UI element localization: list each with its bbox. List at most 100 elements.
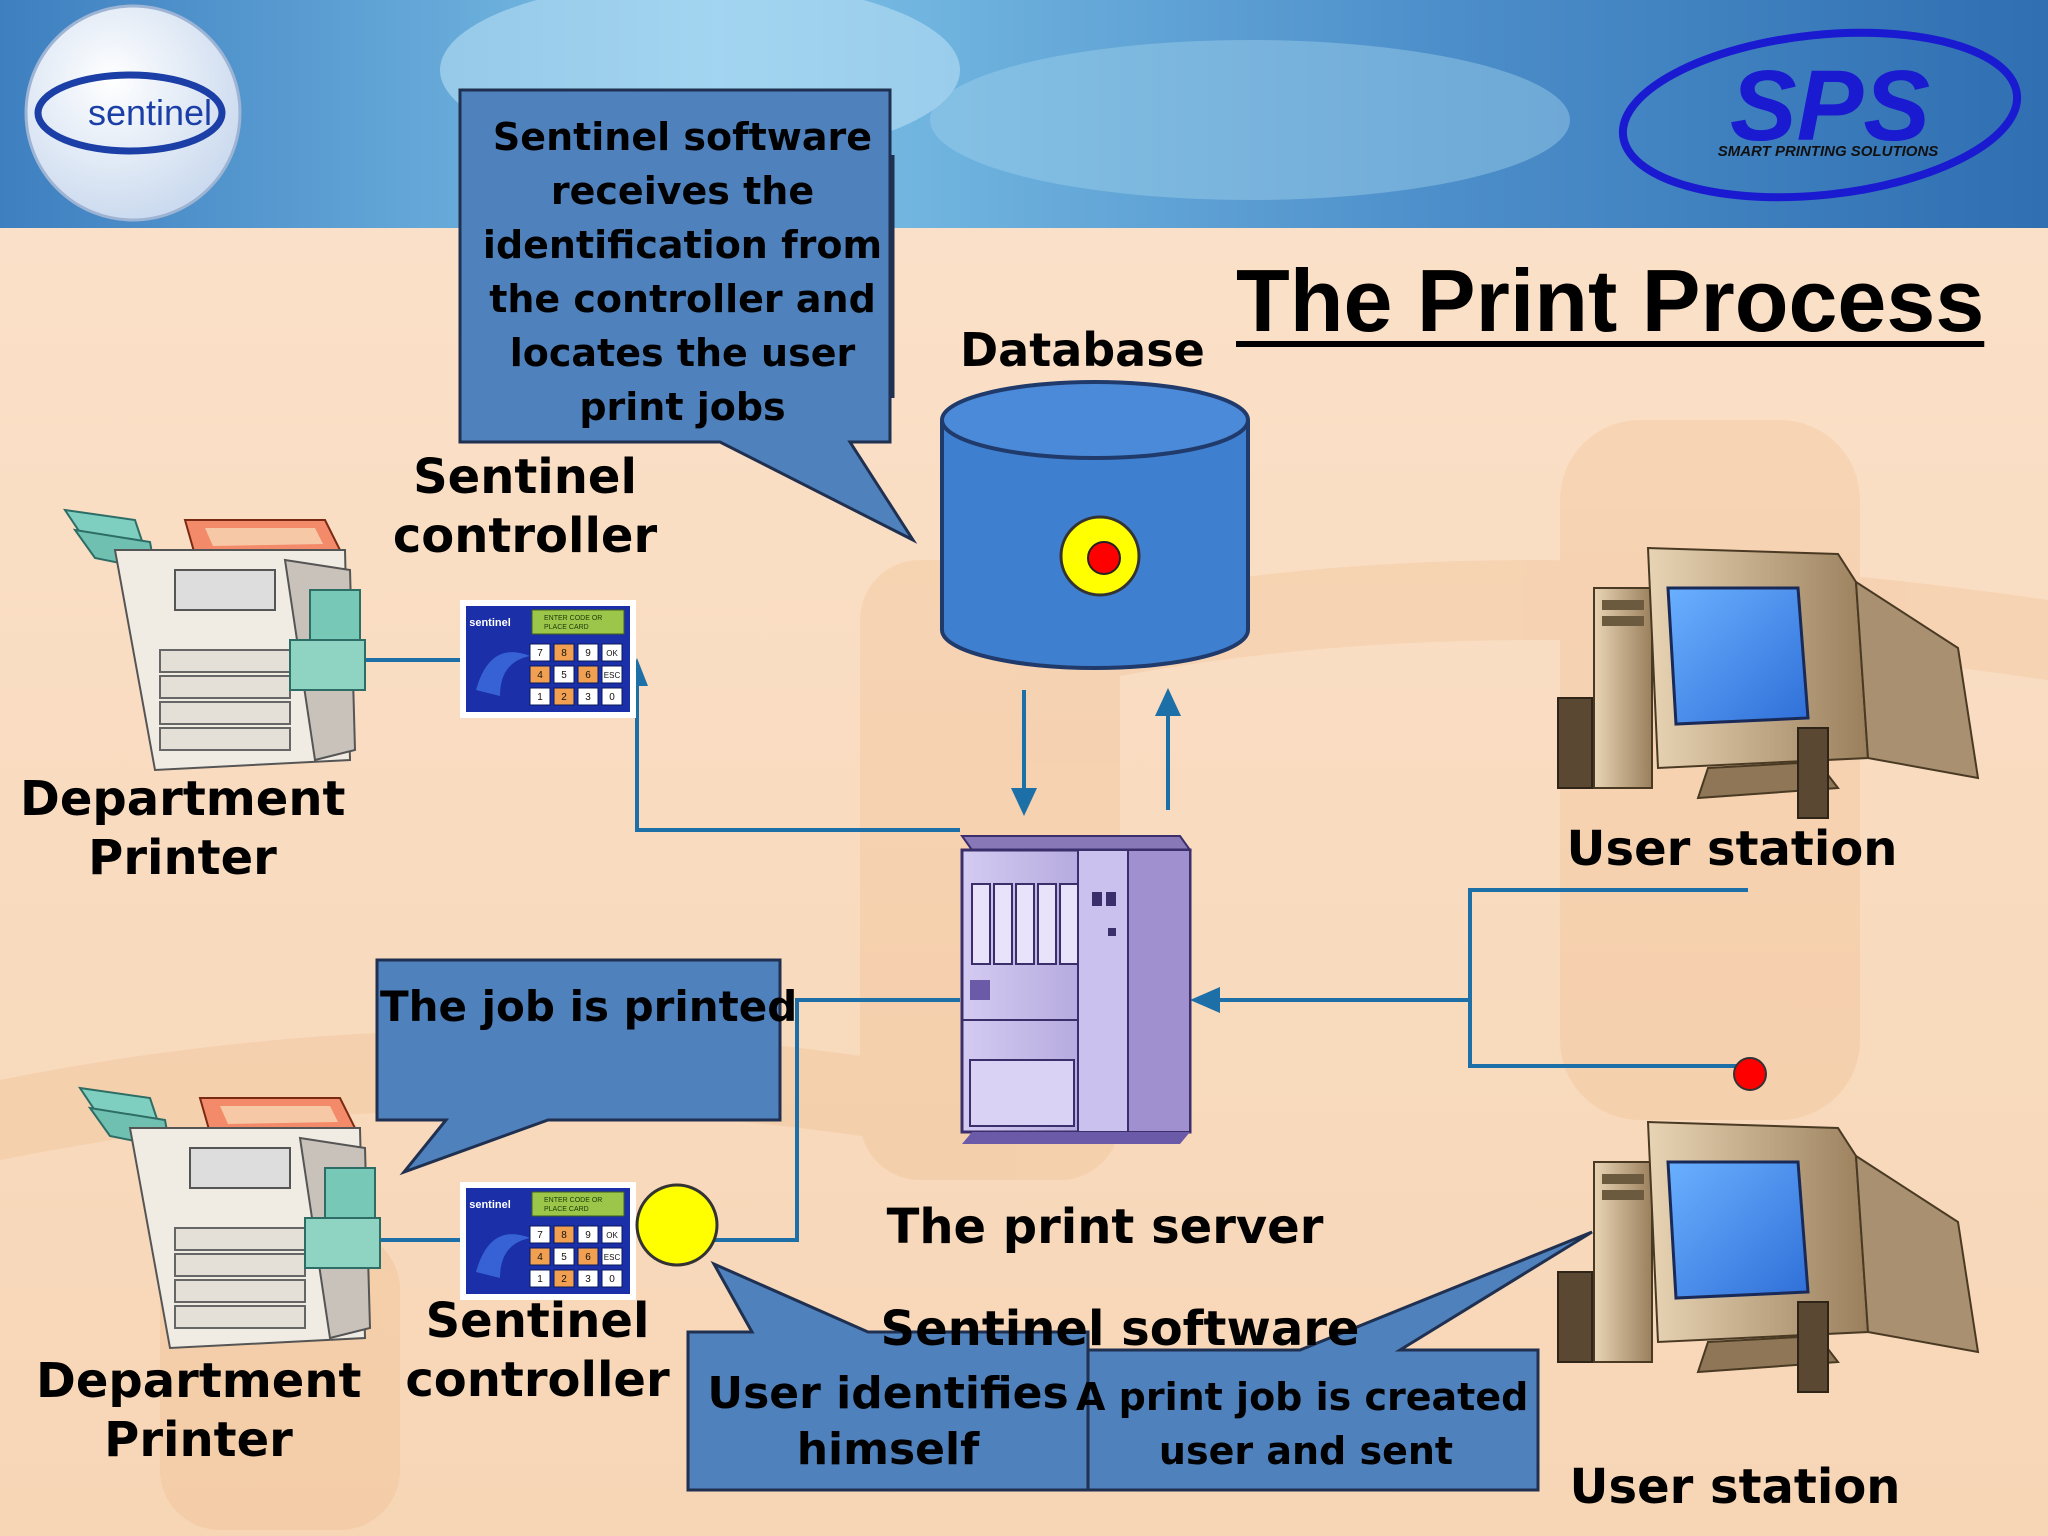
keypad-key-label: 5 (561, 1252, 567, 1263)
keypad-key (553, 643, 575, 662)
keypad-key-label: 1 (537, 1274, 543, 1285)
sentinel-controller-bottom-label-line2: controller (405, 1351, 670, 1408)
keypad-key-label: 0 (609, 692, 615, 703)
callout-job-created-line: A print job is created by (1076, 1375, 1536, 1419)
keypad-key (553, 1247, 575, 1266)
keypad-key (577, 1247, 599, 1266)
print-server (960, 835, 1192, 1144)
callout-user-identifies-line: himself (796, 1424, 980, 1475)
keypad-key (529, 687, 551, 706)
arrowhead-down-to-server (1011, 788, 1037, 816)
connector-server-to-bottom-controller (710, 998, 960, 1242)
keypad-key-label: 7 (537, 1230, 543, 1241)
callout-software-receives-text: Sentinel software receives the identific… (470, 110, 895, 434)
department-printer-top-label-line2: Printer (88, 829, 277, 886)
sps-tagline: SMART PRINTING SOLUTIONS (1718, 143, 1939, 160)
print-server-label: The print server (886, 1199, 1324, 1255)
arrowhead-up-to-db (1155, 688, 1181, 716)
job-red-marker (1733, 1057, 1767, 1091)
keypad-display-line: PLACE CARD (544, 624, 589, 631)
user-station-bottom (1557, 1120, 1980, 1393)
keypad-key-label: 3 (585, 692, 591, 703)
connector-user-stations-bracket (1468, 888, 1748, 1068)
sentinel-software-partial-label: Sentinel software (880, 1301, 1360, 1357)
keypad-key (529, 643, 551, 662)
sps-logo: SPS SMART PRINTING SOLUTIONS (1618, 28, 2022, 202)
keypad-key (601, 1247, 623, 1266)
callout-software-receives-line: identification from (482, 223, 883, 267)
keypad-key (601, 643, 623, 662)
keypad-key-label: 2 (561, 692, 567, 703)
keypad-key (577, 665, 599, 684)
keypad-key-label: 8 (561, 1230, 567, 1241)
keypad-key (553, 1269, 575, 1288)
keypad-key (529, 665, 551, 684)
keypad-key (553, 687, 575, 706)
keypad-key-label: 1 (537, 692, 543, 703)
keypad-key-label: 9 (585, 1230, 591, 1241)
keypad-display (531, 1191, 625, 1217)
keypad-swoosh (476, 1234, 530, 1278)
callout-job-created (1086, 1230, 1593, 1492)
keypad-display-line: PLACE CARD (544, 1206, 589, 1213)
keypad-key-label: ESC (604, 671, 621, 680)
keypad-key-label: 8 (561, 648, 567, 659)
department-printer-top (62, 508, 366, 772)
connector-server-to-top-controller (635, 670, 960, 832)
callout-software-receives-line: print jobs (579, 385, 786, 429)
arrowhead-left-to-server (1190, 987, 1220, 1013)
database-label: Database (960, 323, 1205, 377)
keypad-key (577, 687, 599, 706)
keypad-key-label: 6 (585, 670, 591, 681)
callout-software-receives (458, 88, 918, 544)
keypad-key-label: 0 (609, 1274, 615, 1285)
department-printer-top-label-line1: Department (20, 771, 346, 827)
sps-logo-text: SPS (1730, 50, 1930, 162)
department-printer-bottom (77, 1086, 381, 1350)
keypad-key-label: 5 (561, 670, 567, 681)
sentinel-controller-top-label-line1: Sentinel (413, 449, 637, 505)
callout-software-receives-line: receives the (550, 169, 815, 213)
keypad-key (601, 687, 623, 706)
keypad-brand: sentinel (469, 1199, 511, 1211)
keypad-key-label: OK (606, 649, 618, 658)
department-printer-bottom-label: Department Printer (36, 1352, 361, 1469)
sentinel-controller-bottom-label: Sentinel controller (395, 1292, 680, 1409)
callout-job-printed (375, 958, 782, 1176)
keypad-key-label: 4 (537, 670, 543, 681)
callout-job-created-text: A print job is created by user and sent (1076, 1370, 1536, 1478)
user-station-bottom-label: User station (1569, 1459, 1901, 1515)
sky-cloud (930, 40, 1570, 200)
keypad-display-line: ENTER CODE OR (544, 1197, 602, 1204)
keypad-key (529, 1225, 551, 1244)
keypad-display-line: ENTER CODE OR (544, 615, 602, 622)
keypad-key-label: 6 (585, 1252, 591, 1263)
connector-lines (360, 658, 1748, 1242)
department-printer-bottom-label-line1: Department (36, 1353, 362, 1409)
sentinel-controller-bottom-label-line1: Sentinel (425, 1293, 650, 1349)
sentinel-controller-top-label: Sentinel controller (385, 448, 665, 565)
keypad-key-label: 9 (585, 648, 591, 659)
keypad-key (529, 1269, 551, 1288)
slide-title: The Print Process (1236, 251, 1985, 350)
keypad-key-label: ESC (604, 1253, 621, 1262)
keypad-key-label: 3 (585, 1274, 591, 1285)
keypad-swoosh (476, 652, 530, 696)
callout-software-receives-line: Sentinel software (492, 115, 873, 159)
keypad-key (577, 1225, 599, 1244)
database-red-marker (1087, 541, 1121, 575)
keypad-key (577, 1269, 599, 1288)
callout-job-printed-text: The job is printed (380, 982, 798, 1031)
keypad-key (553, 1225, 575, 1244)
database-cylinder (940, 380, 1250, 670)
keypad-key (553, 665, 575, 684)
callout-software-receives-line: locates the user (509, 331, 856, 375)
keypad-key (601, 1225, 623, 1244)
sentinel-logo-text: sentinel (88, 92, 212, 133)
keypad-key (577, 643, 599, 662)
keypad-brand: sentinel (469, 617, 511, 629)
keypad-key (529, 1247, 551, 1266)
